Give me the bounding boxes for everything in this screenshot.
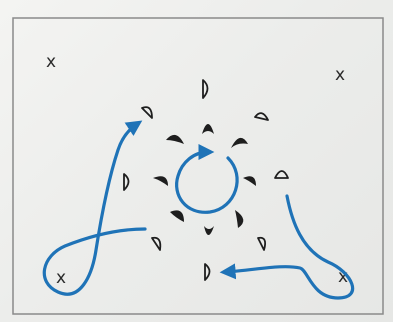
inner-ring xyxy=(153,124,256,235)
open-half-moon-icon xyxy=(255,113,268,120)
filled-half-moon-icon xyxy=(166,135,184,144)
filled-half-moon-icon xyxy=(231,138,248,148)
filled-half-moon-icon xyxy=(243,176,256,186)
corner-x-top-left: x xyxy=(46,52,56,72)
corner-x-top-right: x xyxy=(335,65,345,85)
open-half-moon-icon xyxy=(124,174,129,190)
filled-half-moon-icon xyxy=(204,226,214,235)
right-loop-arrow xyxy=(226,196,353,298)
open-half-moon-icon xyxy=(275,171,288,178)
blue-arrows xyxy=(44,124,352,298)
filled-half-moon-icon xyxy=(170,210,184,222)
filled-half-moon-icon xyxy=(235,210,243,228)
circular-arrow-icon xyxy=(177,152,238,212)
open-half-moon-icon xyxy=(205,264,210,280)
outer-ring xyxy=(124,80,288,280)
open-half-moon-icon xyxy=(258,238,265,250)
open-half-moon-icon xyxy=(203,80,208,98)
open-half-moon-icon xyxy=(152,238,160,250)
corner-x-bottom-left: x xyxy=(56,268,66,288)
paper-sheet xyxy=(13,18,383,314)
filled-half-moon-icon xyxy=(202,124,214,134)
open-half-moon-icon xyxy=(142,107,152,118)
filled-half-moon-icon xyxy=(153,176,168,186)
